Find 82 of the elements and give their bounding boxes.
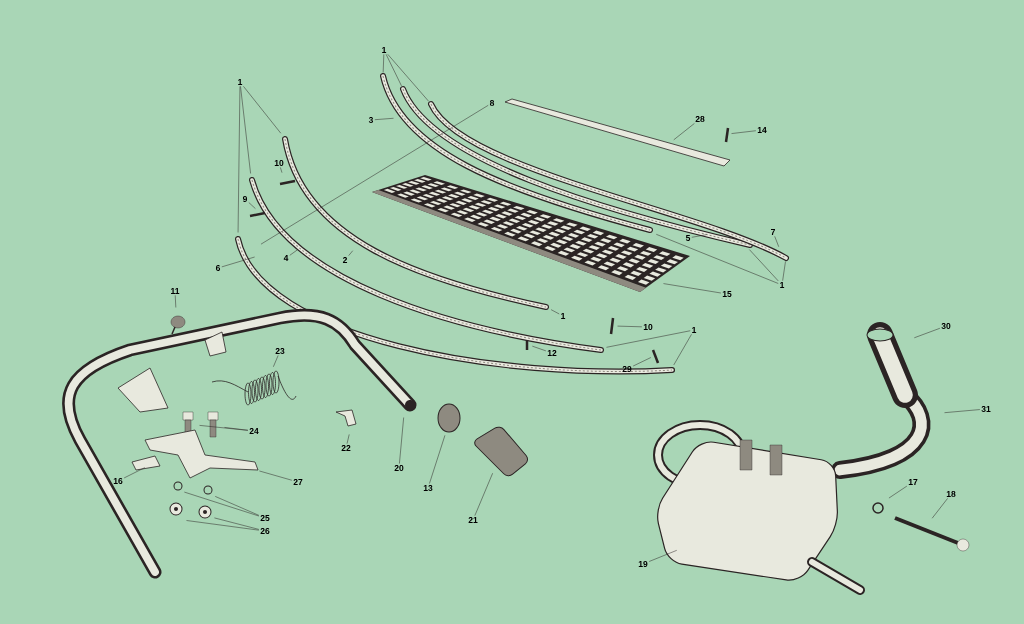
callout-number: 1	[692, 327, 697, 333]
leader-line	[606, 330, 691, 348]
callout-number: 30	[941, 323, 951, 329]
callout-number: 28	[695, 116, 705, 122]
callout-number: 1	[238, 79, 243, 85]
leader-line	[914, 328, 941, 339]
callout-number: 21	[468, 517, 478, 523]
leader-line	[617, 325, 643, 328]
callout-number: 26	[260, 528, 270, 534]
leader-line	[260, 105, 489, 245]
callout-number: 25	[260, 515, 270, 521]
leader-line	[214, 496, 260, 516]
leader-line	[691, 234, 707, 238]
leader-line	[199, 425, 249, 431]
leader-line	[382, 54, 385, 73]
callout-number: 31	[981, 406, 991, 412]
callout-number: 8	[489, 100, 495, 106]
callout-number: 16	[113, 478, 123, 484]
callout-number: 3	[368, 117, 374, 123]
leader-line	[749, 249, 779, 282]
leader-line	[273, 355, 279, 368]
leader-line	[248, 202, 256, 209]
callout-number: 17	[908, 479, 918, 485]
callout-number: 27	[293, 479, 303, 485]
callout-number: 20	[394, 465, 404, 471]
leader-line	[374, 118, 394, 120]
callout-number: 12	[547, 350, 557, 356]
callout-number: 1	[561, 313, 566, 319]
leader-line	[348, 250, 353, 256]
leader-line	[214, 517, 260, 530]
leader-line	[731, 130, 757, 134]
leader-line	[280, 167, 283, 173]
callout-number: 4	[283, 255, 289, 261]
callout-number: 10	[643, 324, 653, 330]
leader-line	[224, 427, 249, 431]
callout-number: 5	[685, 235, 691, 241]
leader-line	[399, 417, 404, 464]
callout-number: 6	[215, 265, 221, 271]
callout-number: 23	[275, 348, 285, 354]
leader-line	[532, 345, 547, 352]
callout-number: 1	[382, 47, 387, 53]
leader-line	[174, 295, 177, 308]
leader-line	[184, 491, 260, 517]
leader-line	[782, 261, 786, 281]
leader-line	[259, 470, 293, 481]
leader-line	[888, 485, 908, 499]
callout-number: 11	[171, 288, 180, 294]
callout-number: 15	[722, 291, 732, 297]
leader-line	[774, 236, 779, 247]
leader-line	[221, 256, 255, 268]
callout-number: 14	[757, 127, 767, 133]
leader-line	[944, 409, 981, 413]
leader-line	[243, 86, 282, 134]
callout-number: 18	[946, 491, 956, 497]
callout-number: 2	[342, 257, 348, 263]
leader-line	[346, 434, 350, 444]
leader-line	[123, 467, 146, 479]
leader-line	[240, 86, 251, 174]
callout-number: 24	[249, 428, 259, 434]
leader-line	[663, 283, 722, 294]
leader-line	[387, 54, 429, 102]
leader-line	[673, 334, 692, 366]
callout-number: 10	[274, 160, 284, 166]
callout-number: 7	[771, 229, 775, 235]
leader-line	[186, 520, 260, 531]
callout-number: 1	[780, 282, 785, 288]
callout-number: 22	[341, 445, 351, 451]
leader-line	[931, 498, 948, 519]
leader-line	[648, 550, 677, 562]
leader-line	[237, 86, 241, 233]
leader-line	[385, 54, 402, 87]
leader-line	[289, 249, 298, 256]
callout-number: 19	[638, 561, 648, 567]
leader-line	[632, 357, 652, 367]
leader-line	[656, 234, 779, 284]
leader-line	[429, 435, 446, 484]
leader-line	[673, 123, 695, 141]
callout-number: 9	[242, 196, 248, 202]
callout-number: 13	[423, 485, 433, 491]
leader-line	[474, 473, 493, 516]
callout-number: 29	[622, 366, 632, 372]
leader-line	[550, 309, 560, 315]
